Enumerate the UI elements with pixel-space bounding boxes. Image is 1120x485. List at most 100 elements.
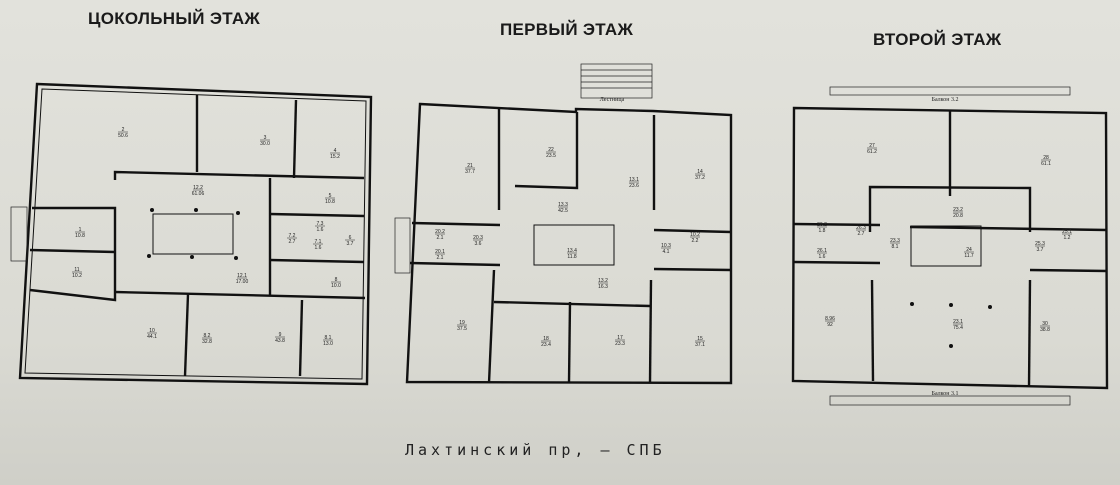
second-floor-plan	[791, 86, 1109, 406]
room-area: 42.5	[558, 208, 568, 214]
room-number: 13.2	[598, 278, 608, 284]
room-area: 8.1	[892, 244, 899, 250]
room-number: 12.2	[193, 185, 203, 191]
room-area: 38.8	[1040, 327, 1050, 333]
room-area: 10.2	[72, 273, 82, 279]
room-area: 1.6	[819, 254, 826, 260]
room-number: 26.1	[817, 248, 827, 254]
room-area: 20.8	[953, 213, 963, 219]
room-number: 25.1	[1062, 229, 1072, 235]
first-floor-plan	[394, 63, 733, 385]
room-area: 3.7	[1037, 247, 1044, 253]
room-area: 10.8	[75, 233, 85, 239]
room-number: 10.2	[690, 232, 700, 238]
room-area: 1.2	[1064, 235, 1071, 241]
room-number: 8.96	[825, 316, 835, 322]
room-number: 25.3	[1035, 241, 1045, 247]
room-number: 9	[279, 332, 282, 338]
room-area: 15.2	[330, 154, 340, 160]
room-number: 13.4	[567, 248, 577, 254]
room-number: 18	[543, 336, 549, 342]
room-number: 26.3	[856, 225, 866, 231]
room-number: 5	[329, 193, 332, 199]
room-number: 7.3	[317, 221, 324, 227]
room-number: 20.1	[435, 249, 445, 255]
balcony-bottom-label: Балкон 3.1	[932, 391, 959, 397]
room-area: 10.0	[331, 283, 341, 289]
room-number: 7.1	[315, 239, 322, 245]
basement-plan	[10, 82, 373, 386]
second-floor-stairwell	[910, 225, 982, 267]
room-area: 92	[827, 322, 833, 328]
room-area: 23.5	[546, 153, 556, 159]
room-number: 11	[74, 267, 79, 273]
room-area: 13.0	[323, 341, 333, 347]
room-number: 20.3	[473, 235, 483, 241]
room-area: 37.1	[695, 342, 705, 348]
room-area: 23.3	[615, 341, 625, 347]
room-area: 3.7	[347, 241, 354, 247]
room-number: 28	[1043, 155, 1049, 161]
room-number: 15	[697, 336, 703, 342]
room-number: 27	[869, 143, 875, 149]
room-number: 8.2	[204, 333, 211, 339]
first-floor-title: ПЕРВЫЙ ЭТАЖ	[500, 20, 634, 39]
second-floor-title: ВТОРОЙ ЭТАЖ	[873, 30, 1002, 49]
room-number: 10	[149, 328, 155, 334]
first-floor-stair	[580, 63, 653, 99]
room-area: 61.1	[1041, 161, 1051, 167]
room-area: 4.1	[663, 249, 670, 255]
room-area: 16.3	[598, 284, 608, 290]
room-number: 10.3	[661, 243, 671, 249]
basement-inner-wall	[24, 88, 367, 380]
basement-stairwell	[152, 213, 234, 255]
room-area: 50.6	[118, 133, 128, 139]
room-area: 2.1	[437, 255, 444, 261]
room-area: 75.4	[953, 325, 963, 331]
first-floor-outer-wall	[405, 102, 733, 385]
first-floor-side-stair	[394, 217, 411, 274]
address-caption: Лахтинский пр, – СПБ	[405, 441, 666, 459]
room-number: 30	[1042, 321, 1048, 327]
room-number: 8	[335, 277, 338, 283]
room-area: 23.6	[629, 183, 639, 189]
room-area: 43.8	[275, 338, 285, 344]
room-number: 3	[264, 135, 267, 141]
room-number: 4	[334, 148, 337, 154]
room-number: 1	[79, 227, 82, 233]
balcony-3-1	[829, 395, 1071, 406]
room-number: 26.2	[817, 222, 827, 228]
room-area: 10.8	[325, 199, 335, 205]
room-area: 37.2	[695, 175, 705, 181]
room-area: 2.1	[437, 235, 444, 241]
room-number: 20.2	[435, 229, 445, 235]
room-number: 22	[548, 147, 554, 153]
balcony-top-label: Балкон 3.2	[932, 97, 959, 103]
room-area: 23.4	[541, 342, 551, 348]
room-number: 12.1	[237, 273, 247, 279]
room-number: 23.1	[953, 319, 963, 325]
room-area: 3.6	[475, 241, 482, 247]
room-area: 17.00	[236, 279, 249, 285]
room-area: 1.6	[317, 227, 324, 233]
room-area: 11.7	[964, 253, 974, 259]
room-area: 11.8	[567, 254, 577, 260]
room-number: 2	[122, 127, 125, 133]
basement-floor-title: ЦОКОЛЬНЫЙ ЭТАЖ	[88, 9, 261, 28]
room-area: 61.2	[867, 149, 877, 155]
room-number: 13.1	[629, 177, 639, 183]
room-area: 30.0	[260, 141, 270, 147]
room-number: 13.3	[558, 202, 568, 208]
basement-entrance-stair	[10, 206, 28, 262]
room-number: 17	[617, 335, 623, 341]
room-number: 23.3	[890, 238, 900, 244]
room-number: 21	[467, 163, 473, 169]
room-number: 7.2	[289, 233, 296, 239]
first-floor-stairwell	[533, 224, 615, 266]
room-area: 61.06	[192, 191, 205, 197]
stair-label: Лестница	[600, 97, 625, 103]
second-floor-outer-wall	[791, 106, 1109, 390]
room-number: 8.1	[325, 335, 332, 341]
